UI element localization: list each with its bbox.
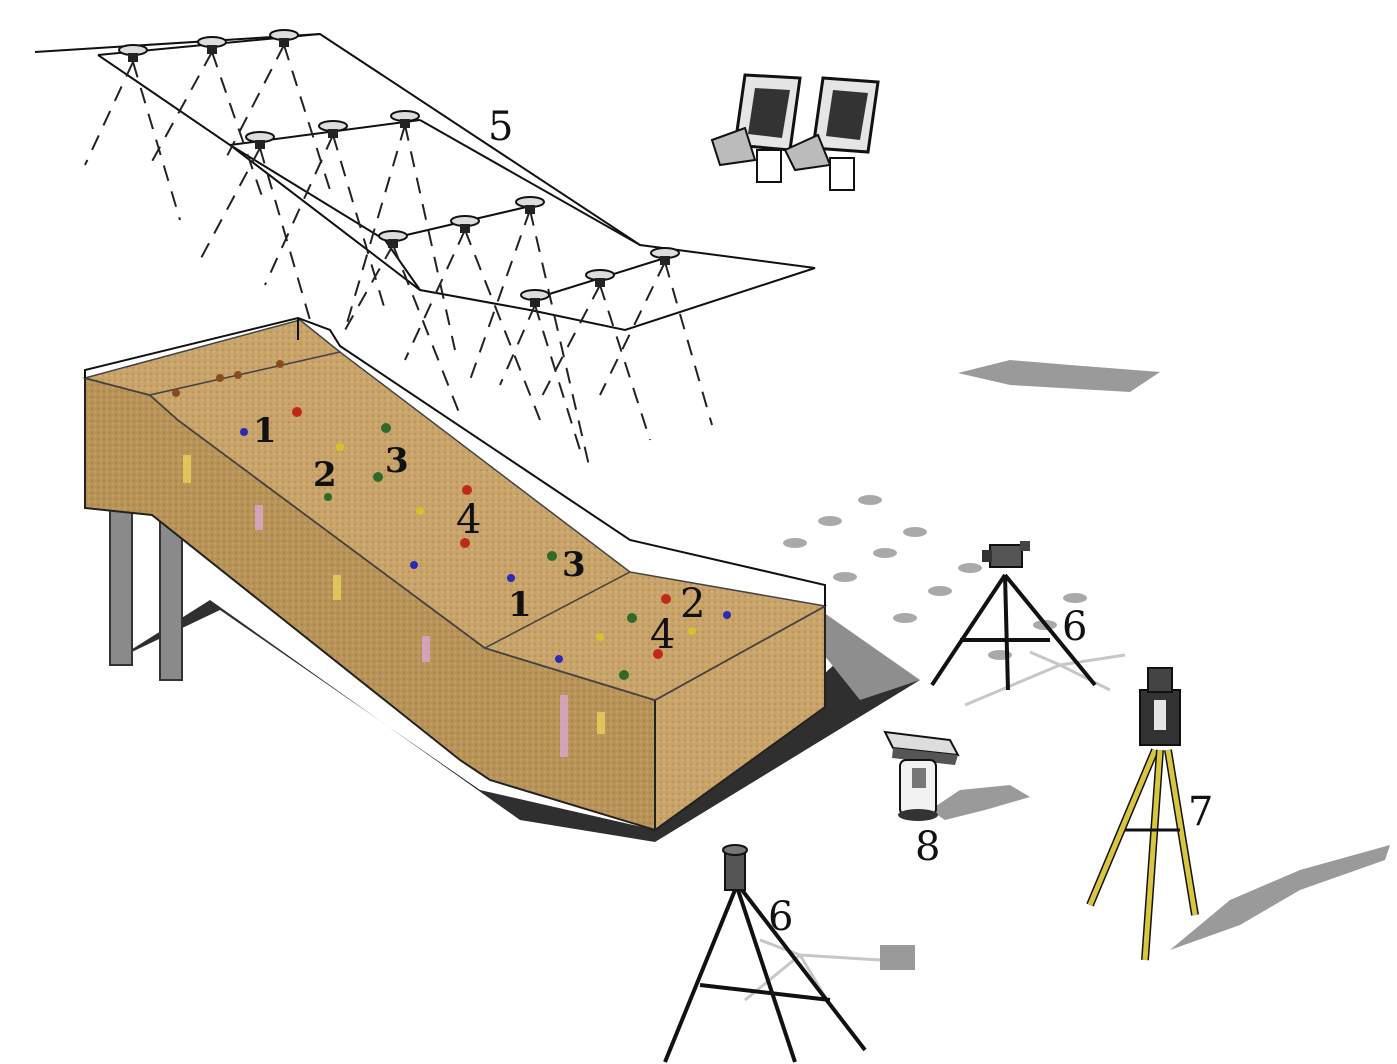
wall-sensor [597, 712, 605, 734]
target-yellow [416, 507, 424, 515]
target-green [627, 613, 637, 623]
target-green [381, 423, 391, 433]
label-target-4: 4 [456, 497, 481, 543]
target-red [462, 485, 472, 495]
target-red [292, 407, 302, 417]
target-green [547, 551, 557, 561]
laser-scanner-shadow [930, 785, 1030, 820]
support-leg [109, 504, 133, 666]
floodlight-icon [783, 76, 880, 191]
camera-icon [378, 230, 408, 248]
camera-icon [515, 196, 545, 214]
camera-icon [585, 269, 615, 287]
camera-view-rays [84, 44, 713, 471]
wall-sensor [183, 455, 191, 483]
label-video-camera: 6 [1062, 604, 1087, 650]
video-camera-icon [982, 541, 1030, 568]
rig-frame [34, 32, 816, 332]
label-target-3: 3 [385, 441, 409, 481]
surface-targets [172, 360, 731, 680]
target-red [276, 360, 284, 368]
label-target-3: 3 [562, 545, 586, 585]
target-red [172, 389, 180, 397]
video-camera-tripod-lower [663, 844, 915, 1063]
label-target-2: 2 [313, 455, 337, 495]
rig-cameras [118, 29, 680, 307]
label-target-1: 1 [253, 411, 277, 451]
label-camera-array: 5 [488, 104, 513, 150]
flume-shadow-grey [820, 610, 920, 700]
target-blue [507, 574, 515, 582]
camera-icon [197, 36, 227, 54]
label-target-4: 4 [650, 612, 675, 658]
label-total-station: 7 [1188, 789, 1213, 835]
laser-scanner [883, 730, 1030, 821]
label-laser-scanner: 8 [915, 824, 940, 870]
camera-icon [450, 215, 480, 233]
wall-sensor [333, 575, 341, 600]
video-camera-tripod-upper [930, 541, 1126, 707]
flume-model [82, 316, 828, 832]
target-yellow [688, 627, 696, 635]
floodlight-shadow [958, 360, 1160, 392]
rig-edge [419, 119, 641, 246]
flume-glass-rim [84, 316, 826, 606]
camera-icon [318, 120, 348, 138]
camera-icon [650, 247, 680, 265]
floodlight-icon [710, 73, 802, 183]
total-station-shadow [1170, 845, 1390, 950]
label-target-2: 2 [680, 581, 705, 627]
target-yellow [596, 633, 604, 641]
target-blue [240, 428, 248, 436]
target-yellow [336, 443, 344, 451]
total-station-tripod [1086, 667, 1390, 961]
target-blue [723, 611, 731, 619]
video-camera-icon [722, 844, 748, 891]
camera-icon [390, 110, 420, 128]
floodlight-pair [710, 73, 880, 191]
target-red [234, 371, 242, 379]
camera-icon [245, 131, 275, 149]
total-station-icon [1139, 667, 1181, 746]
camera-icon [118, 44, 148, 62]
label-video-camera: 6 [768, 894, 793, 940]
wall-sensor [255, 505, 263, 530]
target-blue [555, 655, 563, 663]
laser-scanner-icon [883, 730, 960, 821]
target-green [324, 493, 332, 501]
wall-sensor [422, 636, 430, 662]
target-green [373, 472, 383, 482]
camera-icon [269, 29, 299, 47]
target-red [460, 538, 470, 548]
figure-labels: 5 1 2 3 4 3 1 2 4 6 7 8 6 [253, 104, 1213, 940]
camera-shadow [880, 945, 915, 970]
target-red [661, 594, 671, 604]
target-red [653, 649, 663, 659]
target-red [216, 374, 224, 382]
target-green [619, 670, 629, 680]
camera-icon [520, 289, 550, 307]
camera-array-rig [34, 29, 816, 471]
rig-shadows [783, 360, 1160, 660]
label-target-1: 1 [508, 585, 532, 625]
target-blue [410, 561, 418, 569]
wall-sensor [560, 695, 568, 757]
